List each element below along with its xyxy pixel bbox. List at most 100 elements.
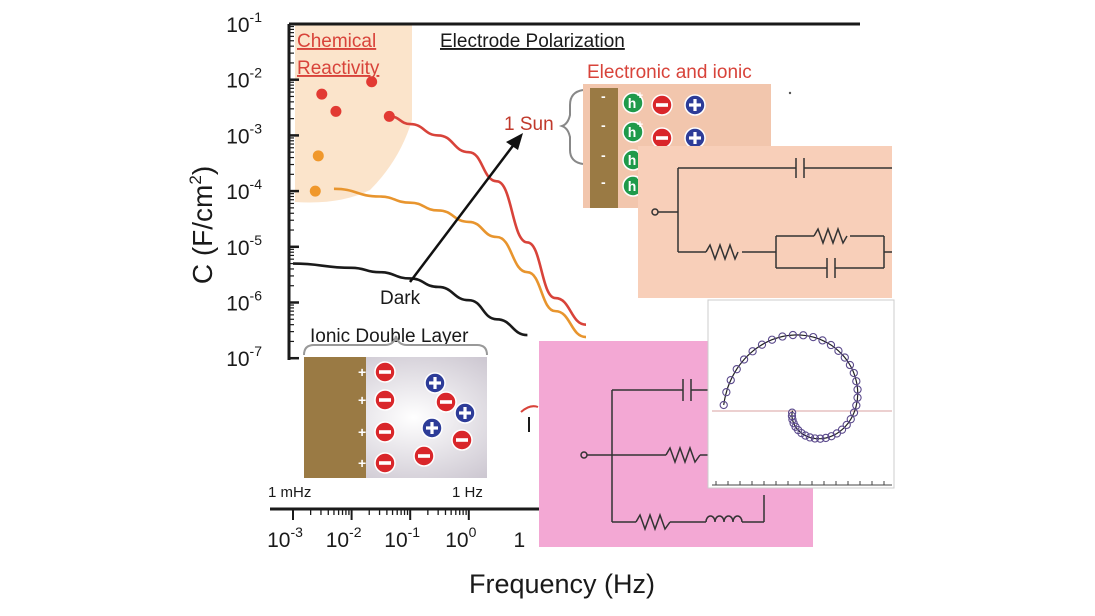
chemical-label-line1: Chemical: [297, 31, 376, 52]
nyquist-point: [719, 400, 728, 410]
circuit-2-inductor: [705, 515, 743, 523]
y-axis-label: C (F/cm2): [186, 166, 218, 284]
nyquist-point: [757, 340, 767, 349]
nyquist-point: [834, 346, 843, 355]
scatter-point: [309, 185, 321, 197]
svg-text:+: +: [637, 119, 643, 131]
nyquist-point: [845, 360, 855, 370]
x-tick-label: 10-3: [267, 524, 303, 552]
y-tick-label: 10-5: [226, 232, 262, 260]
scatter-point: [383, 110, 395, 122]
y-tick-labels: 10-110-210-310-410-510-610-7: [226, 9, 262, 371]
circuit-1-capacitor-top: [795, 158, 805, 178]
series-line-2: [333, 187, 587, 339]
y-tick-marks: [289, 22, 299, 360]
circuit-1-wires: [658, 167, 892, 269]
nyquist-point: [805, 433, 815, 442]
chemical-label-line2: Reactivity: [297, 58, 380, 79]
y-tick-label: 10-6: [226, 288, 262, 316]
range-low-label: 1 mHz: [268, 484, 311, 501]
circuit-2-capacitor: [682, 379, 692, 401]
scatter-point: [316, 88, 328, 100]
circuit-1-resistor-a: [705, 242, 739, 262]
nyquist-panel: [707, 299, 895, 489]
nyquist-point: [816, 434, 825, 443]
dark-label: Dark: [380, 288, 421, 309]
ionic-double-layer-brace: [303, 335, 488, 356]
nyquist-point: [748, 347, 757, 356]
nyquist-point: [810, 434, 820, 443]
nyquist-points: [719, 330, 862, 443]
range-high-label: 1 Hz: [452, 484, 483, 501]
one-sun-label: 1 Sun: [504, 114, 554, 135]
scatter-point: [366, 76, 378, 88]
x-tick-label: 10-1: [384, 524, 420, 552]
electrode-charge-sign: -: [601, 88, 606, 104]
nyquist-point: [809, 332, 818, 342]
nyquist-point: [818, 336, 827, 345]
nyquist-point: [739, 355, 749, 364]
x-tick-label: 100: [445, 524, 476, 552]
electrode-polarization-label: Electrode Polarization: [440, 31, 625, 52]
hole-icon: [622, 92, 644, 114]
electrode-charge-sign: +: [358, 392, 366, 408]
nyquist-point: [849, 408, 859, 417]
ionic-charges: ++++: [358, 361, 476, 474]
y-tick-label: 10-1: [226, 9, 262, 37]
x-axis-label: Frequency (Hz): [469, 569, 655, 599]
circuit-1-bg: [638, 146, 892, 298]
scatter-point: [330, 105, 342, 117]
svg-text:h: h: [628, 178, 637, 194]
electrode-charge-sign: -: [601, 147, 606, 163]
electronic-panel-title: Electronic and ionic: [587, 62, 752, 83]
electrode-charge-sign: +: [358, 424, 366, 440]
nyquist-point: [778, 332, 787, 341]
nyquist-point: [799, 331, 808, 340]
nyquist-point: [787, 411, 797, 421]
nyquist-point: [853, 393, 862, 402]
dark-to-sun-arrowhead: [506, 133, 523, 150]
hole-icon: [622, 121, 644, 143]
electrode-charge-sign: -: [601, 117, 606, 133]
scatter-layer: [309, 76, 395, 197]
series-line-3: [292, 262, 528, 337]
nyquist-point: [846, 415, 855, 424]
nyquist-bg: [707, 299, 895, 489]
range-ticks: [292, 509, 470, 520]
nyquist-point: [826, 340, 836, 350]
circuit-1-capacitor-bottom: [826, 258, 836, 278]
electronic-electrode: [590, 88, 618, 208]
nyquist-point: [849, 368, 858, 378]
svg-text:h: h: [628, 95, 637, 111]
svg-text:+: +: [637, 90, 643, 102]
dark-to-sun-arrow: [409, 142, 516, 283]
nyquist-point: [842, 420, 851, 430]
nyquist-curve: [723, 334, 859, 440]
nyquist-point: [821, 433, 830, 443]
ionic-double-layer-panel: Ionic Double Layer ++++: [303, 326, 488, 478]
circuit-2-resistor-a: [665, 445, 701, 465]
nyquist-point: [788, 330, 798, 340]
chemical-reactivity-region: [295, 24, 412, 203]
nyquist-point: [787, 408, 797, 417]
stray-dot: [788, 91, 792, 95]
nyquist-point: [767, 335, 777, 344]
svg-text:h: h: [628, 152, 637, 168]
y-tick-label: 10-7: [226, 343, 262, 371]
nyquist-point: [852, 377, 861, 386]
y-axis-label-tail: ): [187, 166, 218, 175]
svg-text:h: h: [628, 124, 637, 140]
ionic-double-layer-title: Ionic Double Layer: [310, 326, 469, 347]
circuit-diagram-1: [638, 146, 892, 298]
circuit-1-resistor-b: [813, 226, 848, 246]
y-tick-label: 10-3: [226, 120, 262, 148]
x-tick-label: 1: [514, 529, 526, 552]
y-axis-label-sup: 2: [186, 175, 205, 184]
nyquist-point: [722, 388, 731, 397]
circuit-2-resistor-b: [635, 512, 671, 532]
nyquist-point: [840, 353, 849, 362]
y-axis-label-main: C (F/cm: [187, 185, 218, 285]
scatter-point: [312, 150, 324, 162]
